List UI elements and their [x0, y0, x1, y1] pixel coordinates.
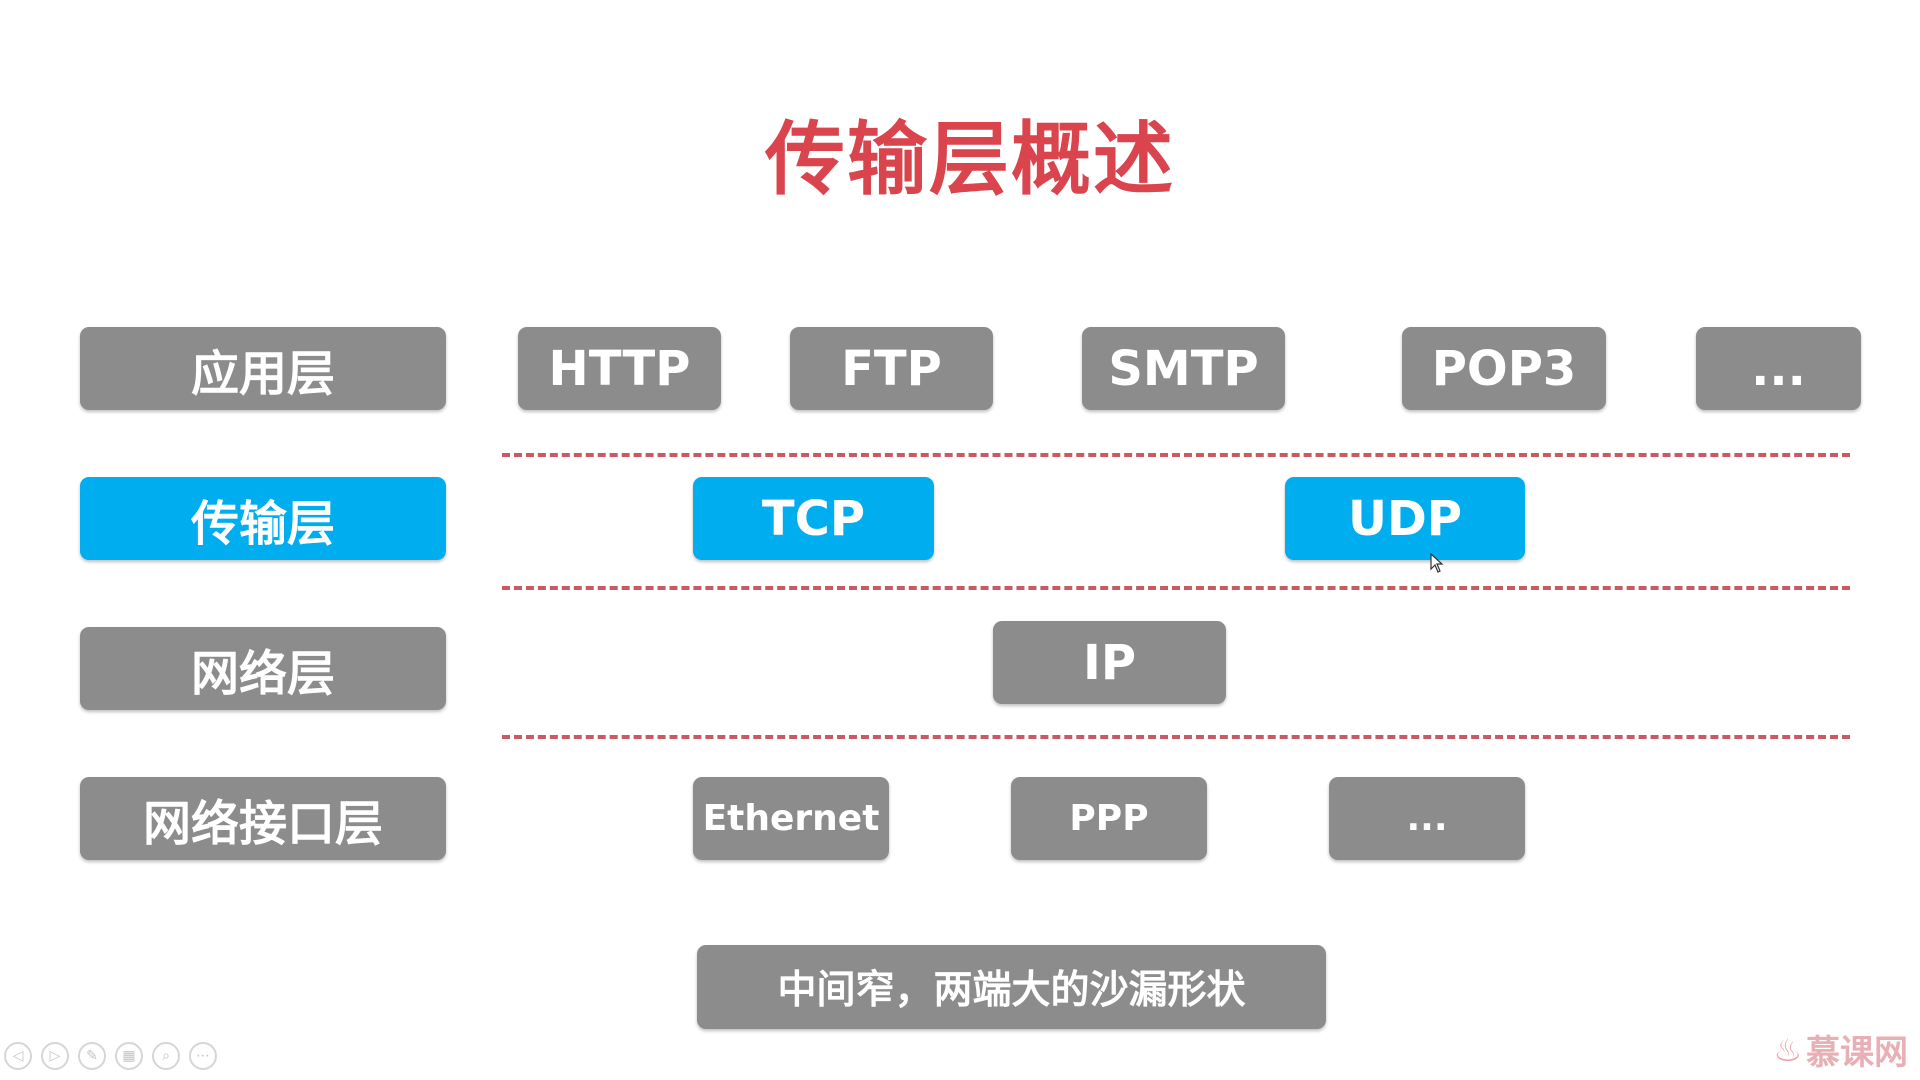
protocol-ethernet: Ethernet [693, 777, 889, 860]
divider-network-link [502, 735, 1850, 739]
protocol-ppp: PPP [1011, 777, 1207, 860]
protocol-smtp: SMTP [1082, 327, 1285, 410]
flame-icon: ♨ [1773, 1030, 1802, 1069]
layer-application: 应用层 [80, 327, 446, 410]
watermark-logo: ♨ 慕课网 [1773, 1025, 1908, 1074]
protocol-pop3: POP3 [1402, 327, 1606, 410]
protocol-tcp: TCP [693, 477, 934, 560]
protocol-link-more: ... [1329, 777, 1525, 860]
prev-icon[interactable]: ◁ [4, 1042, 32, 1070]
protocol-application-more: ... [1696, 327, 1861, 410]
slides-icon[interactable]: ▦ [115, 1042, 143, 1070]
next-icon[interactable]: ▷ [41, 1042, 69, 1070]
layer-link: 网络接口层 [80, 777, 446, 860]
protocol-http: HTTP [518, 327, 721, 410]
pen-icon[interactable]: ✎ [78, 1042, 106, 1070]
more-icon[interactable]: ⋯ [189, 1042, 217, 1070]
page-title: 传输层概述 [765, 113, 1175, 206]
divider-transport-network [502, 586, 1850, 590]
layer-network: 网络层 [80, 627, 446, 710]
zoom-icon[interactable]: ⌕ [152, 1042, 180, 1070]
logo-text: 慕课网 [1806, 1033, 1908, 1073]
hourglass-note: 中间窄，两端大的沙漏形状 [697, 945, 1326, 1029]
layer-transport: 传输层 [80, 477, 446, 560]
presentation-toolbar: ◁ ▷ ✎ ▦ ⌕ ⋯ [4, 1042, 217, 1070]
protocol-ftp: FTP [790, 327, 993, 410]
protocol-udp: UDP [1285, 477, 1525, 560]
divider-application-transport [502, 453, 1850, 457]
mouse-cursor-icon [1430, 553, 1444, 573]
protocol-ip: IP [993, 621, 1226, 704]
